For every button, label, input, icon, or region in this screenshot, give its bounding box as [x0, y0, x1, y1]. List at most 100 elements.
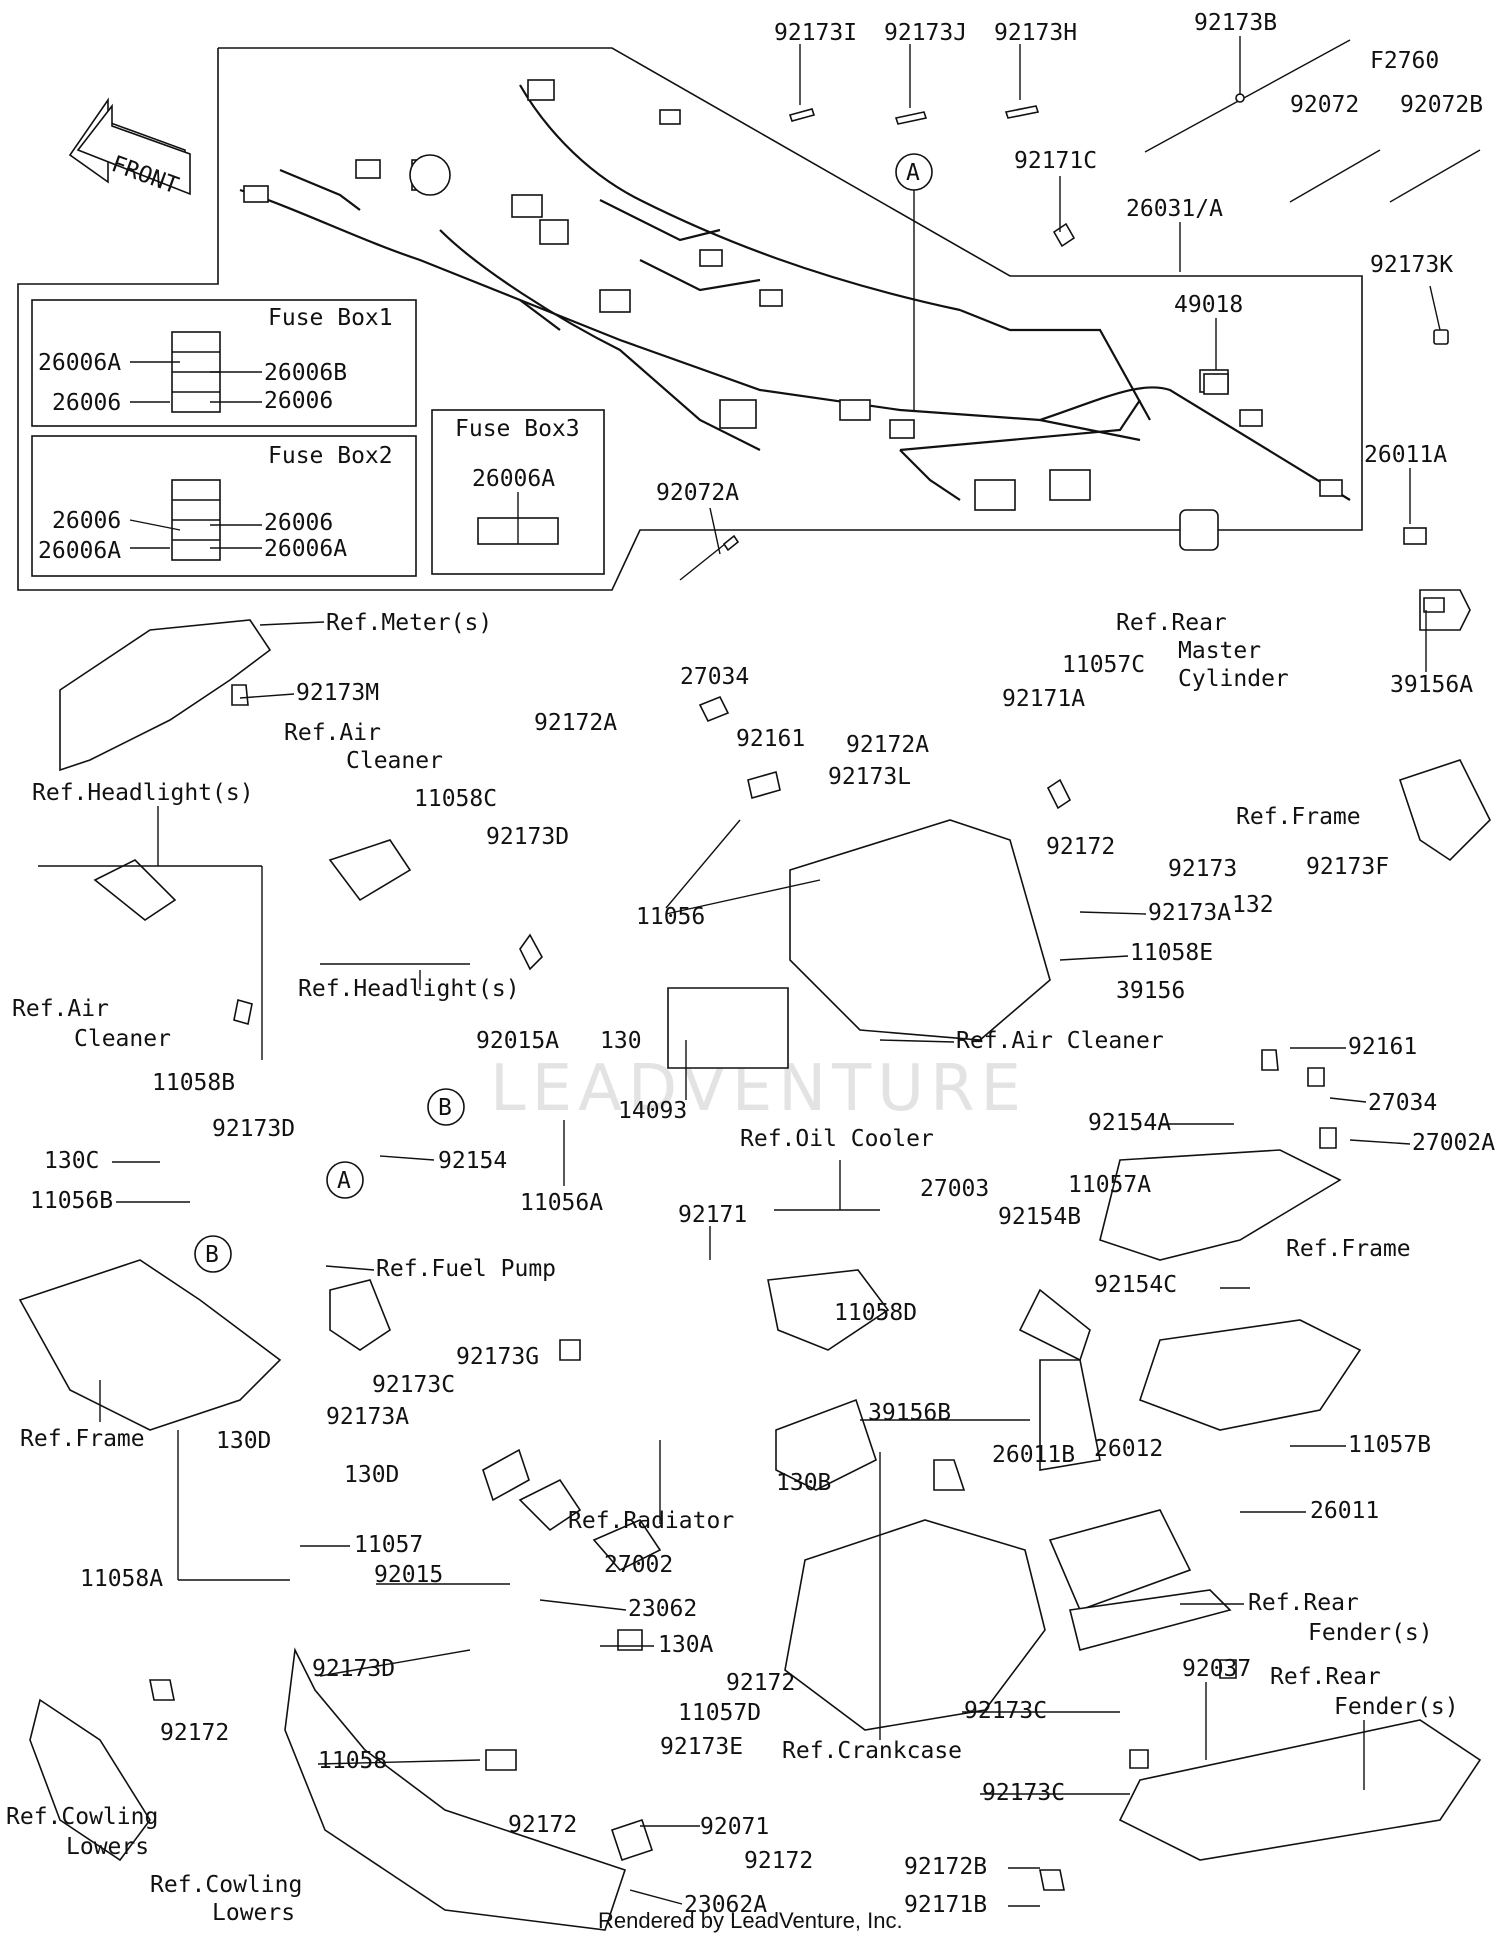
diagram-code: F2760 [1370, 48, 1439, 74]
label-ref-meters: Ref.Meter(s) [326, 610, 492, 636]
callout-b-left: B [427, 1088, 465, 1126]
label-11057d: 11057D [678, 1700, 761, 1726]
label-ref-frame-c: Ref.Frame [20, 1426, 145, 1452]
label-ref-cowling-a-1: Ref.Cowling [6, 1804, 158, 1830]
label-92172b: 92172B [904, 1854, 987, 1880]
label-92072: 92072 [1290, 92, 1359, 118]
label-92171c: 92171C [1014, 148, 1097, 174]
fuse-box-2-title: Fuse Box2 [268, 443, 393, 469]
label-27002a: 27002A [1412, 1130, 1495, 1156]
fuse-box-1-right-2: 26006 [264, 388, 333, 414]
svg-text:A: A [337, 1168, 351, 1194]
label-26011: 26011 [1310, 1498, 1379, 1524]
label-92015a: 92015A [476, 1028, 559, 1054]
label-92154c: 92154C [1094, 1272, 1177, 1298]
label-ref-air-1: Ref.Air [284, 720, 381, 746]
fuse-box-1-left-1: 26006A [38, 350, 121, 376]
label-92173-a: 92173 [1168, 856, 1237, 882]
label-92173e: 92173E [660, 1734, 743, 1760]
label-92172-e: 92172 [744, 1848, 813, 1874]
label-23062a: 23062A [684, 1892, 767, 1918]
label-92172-a: 92172 [1046, 834, 1115, 860]
label-26011b: 26011B [992, 1442, 1075, 1468]
label-11058c: 11058C [414, 786, 497, 812]
label-ref-rear-fender-a-1: Ref.Rear [1248, 1590, 1359, 1616]
label-92173c-c: 92173C [982, 1780, 1065, 1806]
svg-text:B: B [438, 1095, 452, 1121]
label-14093: 14093 [618, 1098, 687, 1124]
label-11056b: 11056B [30, 1188, 113, 1214]
label-ref-cowling-a-2: Lowers [66, 1834, 149, 1860]
label-ref-air-2: Cleaner [346, 748, 443, 774]
label-92172-c: 92172 [726, 1670, 795, 1696]
callout-a-bottom: A [326, 1161, 364, 1199]
label-92173k: 92173K [1370, 252, 1453, 278]
label-27002: 27002 [604, 1552, 673, 1578]
label-11058: 11058 [318, 1748, 387, 1774]
label-132: 132 [1232, 892, 1274, 918]
label-26031a: 26031/A [1126, 196, 1223, 222]
label-92173i: 92173I [774, 20, 857, 46]
label-39156a: 39156A [1390, 672, 1473, 698]
label-39156: 39156 [1116, 978, 1185, 1004]
label-11057b: 11057B [1348, 1432, 1431, 1458]
label-27003: 27003 [920, 1176, 989, 1202]
label-92154: 92154 [438, 1148, 507, 1174]
label-92173l: 92173L [828, 764, 911, 790]
label-ref-rear-fender-a-2: Fender(s) [1308, 1620, 1433, 1646]
label-92173a-b: 92173A [326, 1404, 409, 1430]
label-ref-rear-fender-b-2: Fender(s) [1334, 1694, 1459, 1720]
label-130b: 130B [776, 1470, 831, 1496]
fuse-box-1-right-1: 26006B [264, 360, 347, 386]
label-92171a: 92171A [1002, 686, 1085, 712]
main-wiring-harness [239, 84, 1351, 501]
fuse-box-2-right-2: 26006A [264, 536, 347, 562]
label-ref-rear-mc-1: Ref.Rear [1116, 610, 1227, 636]
label-92171: 92171 [678, 1202, 747, 1228]
label-11057: 11057 [354, 1532, 423, 1558]
label-92173g: 92173G [456, 1344, 539, 1370]
part-glyphs [18, 39, 1491, 1931]
label-130d-a: 130D [216, 1428, 271, 1454]
fuse-box-2-right-1: 26006 [264, 510, 333, 536]
label-11057c: 11057C [1062, 652, 1145, 678]
label-ref-frame-a: Ref.Frame [1236, 804, 1361, 830]
label-92173m: 92173M [296, 680, 379, 706]
fuse-box-3: Fuse Box3 26006A [431, 409, 605, 575]
label-92173c-b: 92173C [964, 1698, 1047, 1724]
harness-frame [17, 47, 1363, 591]
label-92172-d: 92172 [508, 1812, 577, 1838]
label-92173d-a: 92173D [486, 824, 569, 850]
label-92173f: 92173F [1306, 854, 1389, 880]
label-ref-headlight-b: Ref.Headlight(s) [298, 976, 520, 1002]
fuse-box-3-label: 26006A [472, 466, 555, 492]
label-49018: 49018 [1174, 292, 1243, 318]
fuse-box-3-title: Fuse Box3 [455, 416, 580, 442]
label-92071: 92071 [700, 1814, 769, 1840]
callout-a-top: A [895, 153, 933, 410]
label-130a: 130A [658, 1632, 714, 1658]
label-92171b: 92171B [904, 1892, 987, 1918]
label-ref-cowling-b-2: Lowers [212, 1900, 295, 1926]
label-92173c-a: 92173C [372, 1372, 455, 1398]
label-130c: 130C [44, 1148, 99, 1174]
fuse-box-1: Fuse Box1 26006A 26006 26006B 26006 [31, 299, 417, 427]
svg-text:B: B [205, 1242, 219, 1268]
callout-b-bottom: B [194, 1235, 232, 1273]
label-11058a: 11058A [80, 1566, 163, 1592]
label-92161-a: 92161 [736, 726, 805, 752]
label-92172a-b: 92172A [846, 732, 929, 758]
label-92154b: 92154B [998, 1204, 1081, 1230]
label-92173a-a: 92173A [1148, 900, 1231, 926]
label-92072a: 92072A [656, 480, 739, 506]
label-ref-rear-fender-b-1: Ref.Rear [1270, 1664, 1381, 1690]
label-92154a: 92154A [1088, 1110, 1171, 1136]
label-ref-frame-b: Ref.Frame [1286, 1236, 1411, 1262]
label-92037: 92037 [1182, 1656, 1251, 1682]
label-ref-rear-mc-2: Master [1178, 638, 1261, 664]
fuse-box-2-left-2: 26006A [38, 538, 121, 564]
label-92173b: 92173B [1194, 10, 1277, 36]
label-11058b: 11058B [152, 1070, 235, 1096]
label-ref-fuel-pump: Ref.Fuel Pump [376, 1256, 556, 1282]
label-130-a: 130 [600, 1028, 642, 1054]
